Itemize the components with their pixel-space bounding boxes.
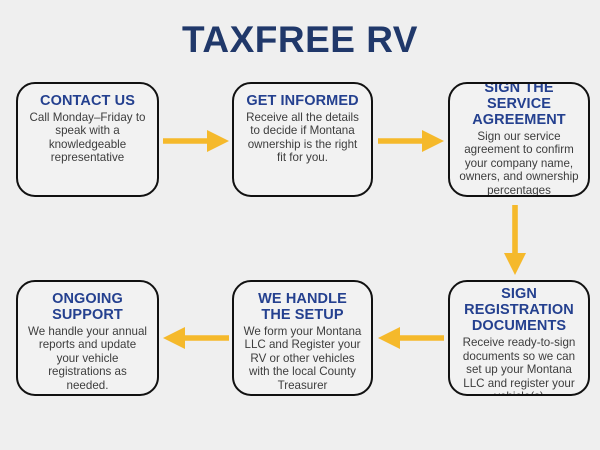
step-description: Call Monday–Friday to speak with a knowl… <box>29 111 146 165</box>
step-box-get-informed[interactable]: GET INFORMED Receive all the details to … <box>232 82 373 197</box>
arrow-left-icon <box>163 327 229 349</box>
arrow-left-icon <box>378 327 444 349</box>
step-box-contact-us[interactable]: CONTACT US Call Monday–Friday to speak w… <box>16 82 159 197</box>
step-box-sign-agreement[interactable]: SIGN THE SERVICE AGREEMENT Sign our serv… <box>448 82 590 197</box>
step-title: WE HANDLE THE SETUP <box>258 291 347 323</box>
step-title: SIGN THE SERVICE AGREEMENT <box>472 82 566 128</box>
step-title: GET INFORMED <box>246 93 359 109</box>
step-box-ongoing-support[interactable]: ONGOING SUPPORT We handle your annual re… <box>16 280 159 396</box>
step-description: Receive ready-to-sign documents so we ca… <box>462 336 576 394</box>
arrow-down-icon <box>504 205 526 275</box>
page-title: TAXFREE RV <box>182 19 418 60</box>
step-box-we-handle-setup[interactable]: WE HANDLE THE SETUP We form your Montana… <box>232 280 373 396</box>
arrow-right-icon <box>163 130 229 152</box>
step-title: ONGOING SUPPORT <box>52 291 123 323</box>
step-description: We form your Montana LLC and Register yo… <box>243 325 362 392</box>
step-title: CONTACT US <box>40 93 135 109</box>
step-description: Sign our service agreement to confirm yo… <box>459 129 579 197</box>
step-description: Receive all the details to decide if Mon… <box>246 111 359 165</box>
step-box-receive-sign[interactable]: RECEIVE AND SIGN REGISTRATION DOCUMENTS … <box>448 280 590 396</box>
arrow-right-icon <box>378 130 444 152</box>
step-description: We handle your annual reports and update… <box>27 325 148 392</box>
step-title: RECEIVE AND SIGN REGISTRATION DOCUMENTS <box>464 282 574 335</box>
